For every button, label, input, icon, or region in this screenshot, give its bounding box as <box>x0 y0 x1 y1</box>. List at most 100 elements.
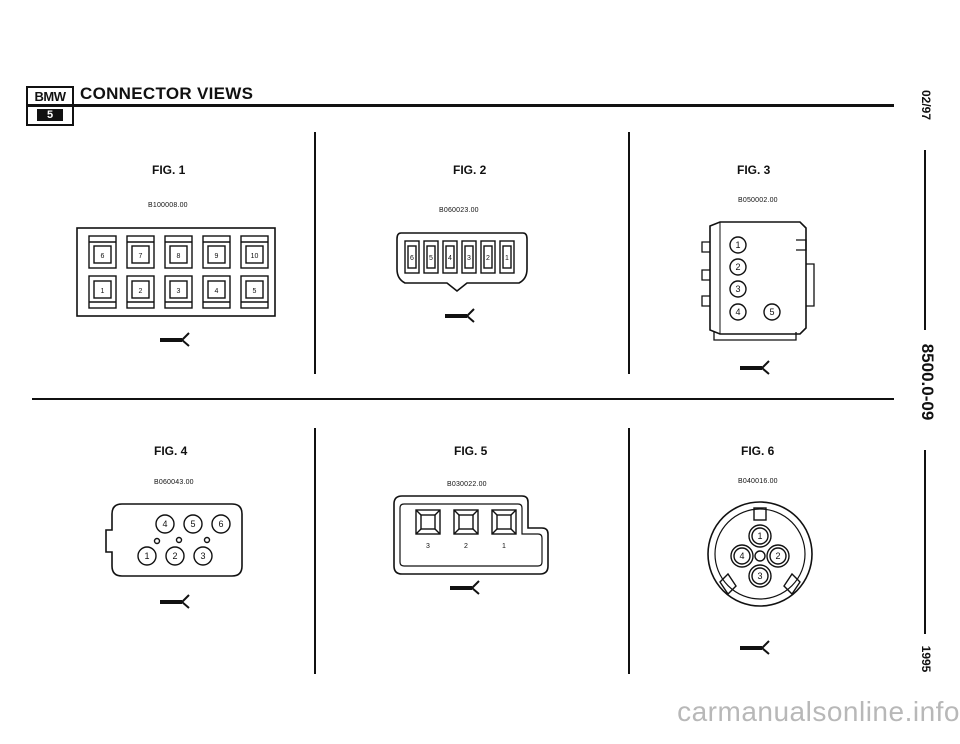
fig2-pin-2-cavity <box>480 240 496 274</box>
fig4-pin-4-cavity <box>155 514 175 534</box>
fig5-view-arrow-icon <box>450 580 480 595</box>
fig6-pin-label: 1 <box>757 531 762 541</box>
fig1-pin-label: 1 <box>101 288 105 295</box>
fig3-pin-2-cavity <box>729 258 747 276</box>
fig6-part-number: B040016.00 <box>738 478 778 485</box>
fig5-pin-label: 1 <box>502 543 506 550</box>
fig2-pin-label: 5 <box>429 255 433 262</box>
fig2-pin-label: 2 <box>486 255 490 262</box>
divider-top-right <box>628 132 630 374</box>
fig4-pin-label: 5 <box>190 519 195 529</box>
fig2-part-number: B060023.00 <box>439 207 479 214</box>
fig6-pin-label: 3 <box>757 571 762 581</box>
fig3-view-arrow-icon <box>740 360 770 375</box>
fig1-pin-8-cavity <box>164 235 193 269</box>
fig3-pin-3-cavity <box>729 280 747 298</box>
watermark-text: carmanualsonline.info <box>677 696 960 727</box>
divider-bottom-left <box>314 428 316 674</box>
fig6-label: FIG. 6 <box>741 444 775 458</box>
fig4-part-number: B060043.00 <box>154 479 194 486</box>
fig3-pin-label: 5 <box>769 307 774 317</box>
fig1-pin-label: 9 <box>215 253 219 260</box>
fig5-pin-label: 2 <box>464 543 468 550</box>
fig1-connector-diagram: 6 7 8 9 10 1 2 3 4 5 <box>76 227 276 347</box>
fig2-pin-label: 4 <box>448 255 452 262</box>
fig1-pin-label: 5 <box>253 288 257 295</box>
fig1-pin-2-cavity <box>126 275 155 309</box>
fig4-pin-3-cavity <box>193 546 213 566</box>
fig1-pin-label: 3 <box>177 288 181 295</box>
side-date-label: 02/97 <box>919 89 933 121</box>
fig2-pin-3-cavity <box>461 240 477 274</box>
fig1-pin-label: 2 <box>139 288 143 295</box>
fig1-pin-6-cavity <box>88 235 117 269</box>
fig1-pin-1-cavity <box>88 275 117 309</box>
fig2-label: FIG. 2 <box>453 163 487 177</box>
logo-text-bottom: 5 <box>37 109 63 121</box>
side-year-label: 1995 <box>919 645 933 673</box>
side-rule-2 <box>924 450 926 634</box>
fig3-pin-1-cavity <box>729 236 747 254</box>
fig1-pin-label: 6 <box>101 253 105 260</box>
fig3-connector-diagram: 1 2 3 4 5 <box>701 221 815 375</box>
fig1-pin-4-cavity <box>202 275 231 309</box>
fig3-pin-label: 1 <box>735 240 740 250</box>
divider-top-left <box>314 132 316 374</box>
fig5-pin-1-cavity <box>491 509 517 535</box>
fig6-pin-1-cavity <box>751 527 769 545</box>
fig1-pin-7-cavity <box>126 235 155 269</box>
fig1-pin-10-cavity <box>240 235 269 269</box>
fig4-pin-5-cavity <box>183 514 203 534</box>
fig6-pin-2-cavity <box>769 547 787 565</box>
fig4-label: FIG. 4 <box>154 444 188 458</box>
fig6-center-cavity <box>754 550 766 562</box>
fig2-pin-1-cavity <box>499 240 515 274</box>
fig6-key-notch <box>753 507 767 521</box>
middle-rule <box>32 398 894 400</box>
fig3-pin-label: 4 <box>735 307 740 317</box>
fig6-view-arrow-icon <box>740 640 770 655</box>
fig2-pin-label: 1 <box>505 255 509 262</box>
fig3-pin-4-cavity <box>729 303 747 321</box>
fig2-pin-5-cavity <box>423 240 439 274</box>
fig4-pin-6-cavity <box>211 514 231 534</box>
fig4-pin-label: 1 <box>144 551 149 561</box>
fig6-pin-3-cavity <box>751 567 769 585</box>
fig5-pin-label: 3 <box>426 543 430 550</box>
fig1-pin-5-cavity <box>240 275 269 309</box>
fig4-pin-label: 3 <box>200 551 205 561</box>
fig2-pin-label: 3 <box>467 255 471 262</box>
fig3-pin-5-cavity <box>763 303 781 321</box>
fig1-pin-label: 8 <box>177 253 181 260</box>
fig6-pin-label: 4 <box>739 551 744 561</box>
fig2-pin-4-cavity <box>442 240 458 274</box>
side-rule-1 <box>924 150 926 330</box>
fig4-view-arrow-icon <box>160 594 190 609</box>
fig1-pin-3-cavity <box>164 275 193 309</box>
fig1-part-number: B100008.00 <box>148 202 188 209</box>
fig2-pin-6-cavity <box>404 240 420 274</box>
fig3-pin-label: 3 <box>735 284 740 294</box>
fig4-pin-label: 2 <box>172 551 177 561</box>
fig3-label: FIG. 3 <box>737 163 771 177</box>
side-section-number: 8500.0-09 <box>918 343 937 421</box>
fig4-pin-1-cavity <box>137 546 157 566</box>
fig4-pin-2-cavity <box>165 546 185 566</box>
fig1-pin-9-cavity <box>202 235 231 269</box>
fig6-pin-label: 2 <box>775 551 780 561</box>
fig6-connector-diagram: 1 4 2 3 <box>707 501 813 655</box>
fig4-connector-diagram: 4 5 6 1 2 3 <box>105 503 243 609</box>
fig5-pin-3-cavity <box>415 509 441 535</box>
fig1-pin-label: 4 <box>215 288 219 295</box>
divider-bottom-right <box>628 428 630 674</box>
fig2-pin-label: 6 <box>410 255 414 262</box>
fig5-part-number: B030022.00 <box>447 481 487 488</box>
fig3-pin-label: 2 <box>735 262 740 272</box>
fig1-label: FIG. 1 <box>152 163 186 177</box>
fig5-connector-diagram: 3 2 1 <box>393 495 549 595</box>
fig4-pin-label: 4 <box>162 519 167 529</box>
fig3-part-number: B050002.00 <box>738 197 778 204</box>
fig1-view-arrow-icon <box>160 332 190 347</box>
page-title: CONNECTOR VIEWS <box>80 84 254 103</box>
fig2-connector-diagram: 6 5 4 3 2 1 <box>396 232 528 323</box>
